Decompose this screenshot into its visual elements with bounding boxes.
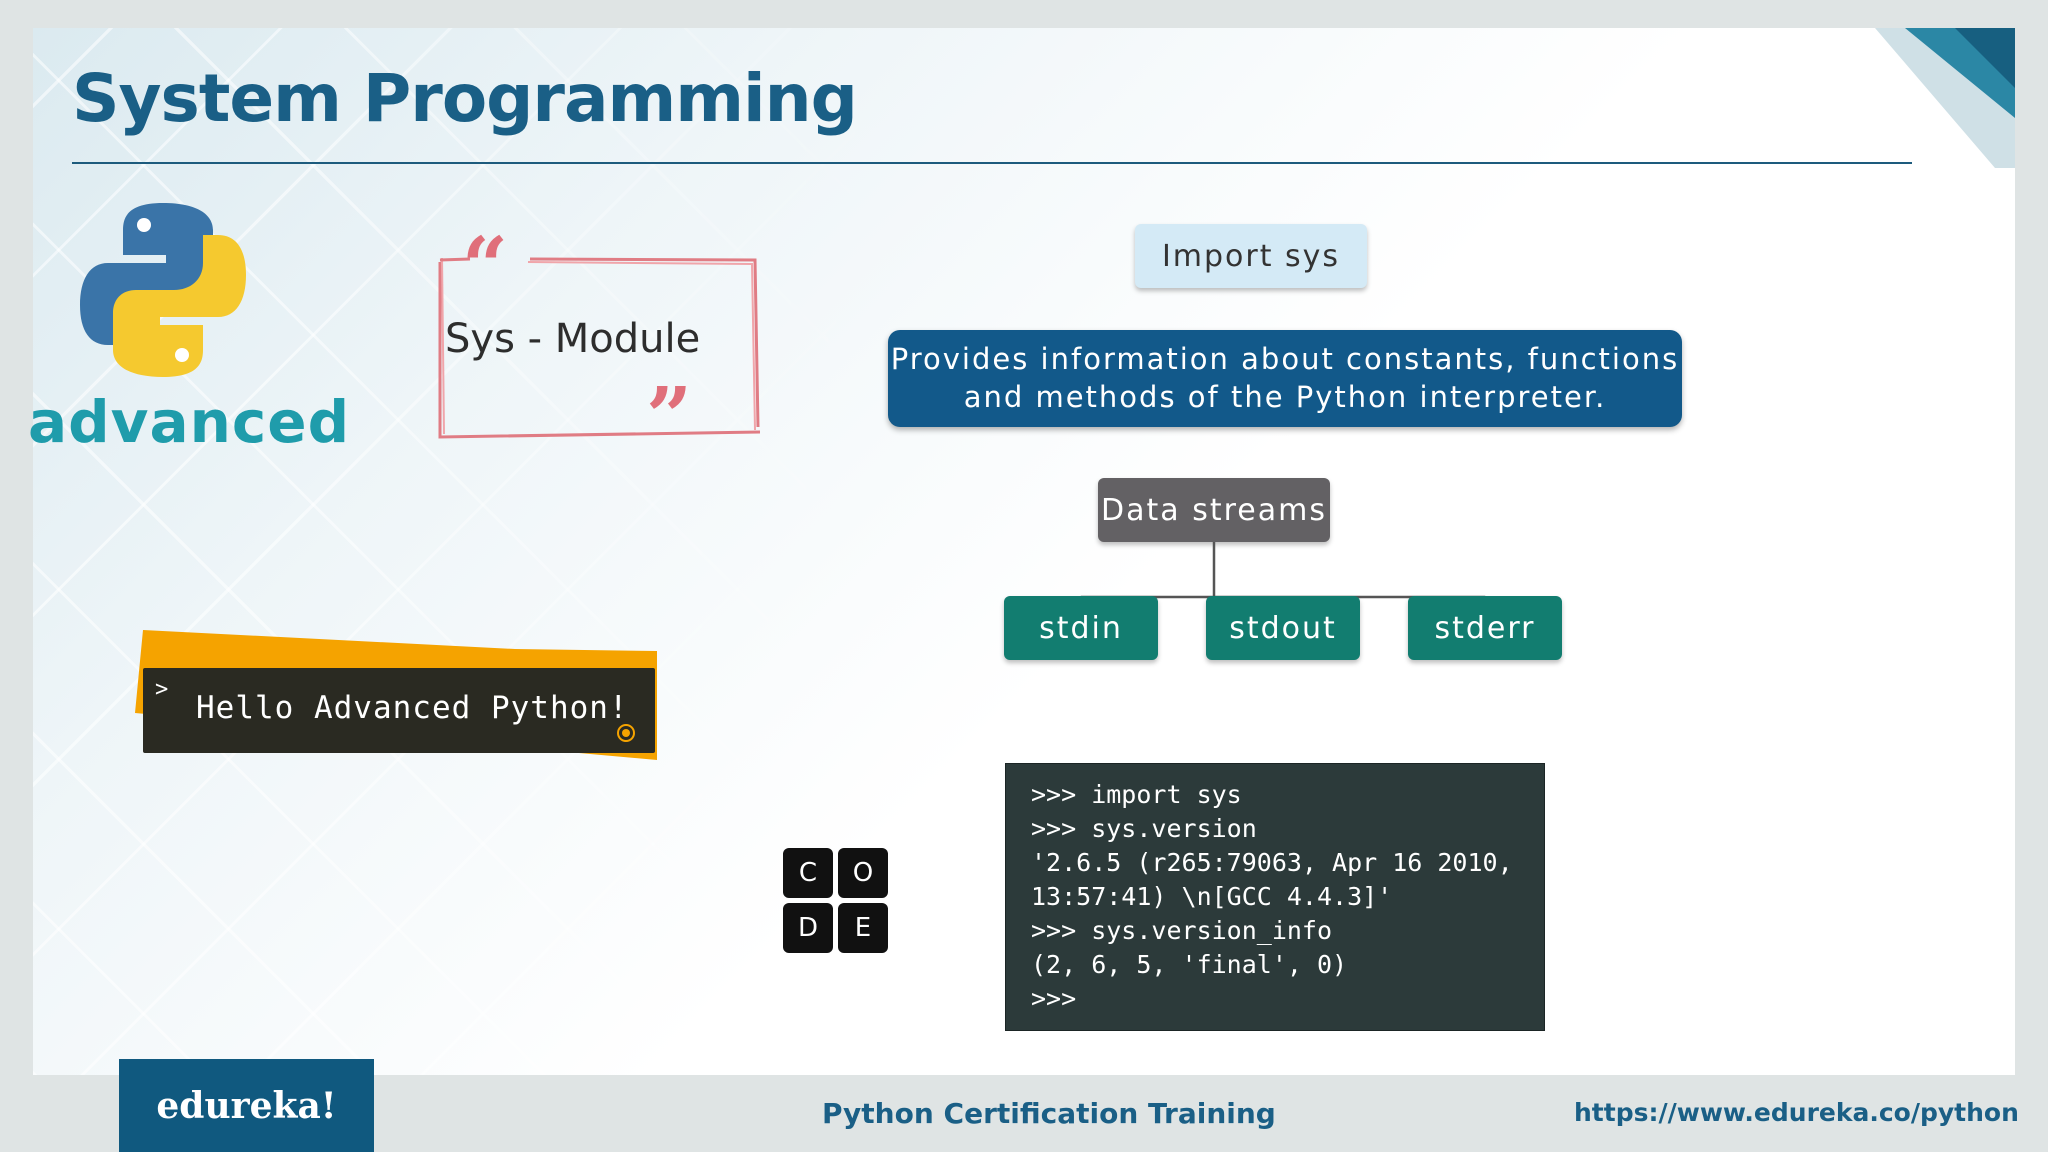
- description-line-1: Provides information about constants, fu…: [890, 342, 1680, 376]
- terminal-line: >>> sys.version_info: [1031, 916, 1333, 945]
- code-tile-o: O: [838, 848, 888, 898]
- svg-text:“: “: [462, 222, 508, 313]
- title-divider: [72, 162, 1912, 164]
- data-streams-pill: Data streams: [1098, 478, 1330, 542]
- code-tile-c: C: [783, 848, 833, 898]
- advanced-wordmark: advanced: [28, 388, 351, 456]
- terminal-line: 13:57:41) \n[GCC 4.4.3]': [1031, 882, 1393, 911]
- stream-stderr: stderr: [1408, 596, 1562, 660]
- stream-stdout: stdout: [1206, 596, 1360, 660]
- hello-text: Hello Advanced Python!: [196, 690, 629, 726]
- terminal-line: >>> sys.version: [1031, 814, 1257, 843]
- hello-banner: [135, 630, 657, 760]
- terminal-line: '2.6.5 (r265:79063, Apr 16 2010,: [1031, 848, 1513, 877]
- edureka-logo: edureka!: [119, 1059, 374, 1152]
- terminal-line: (2, 6, 5, 'final', 0): [1031, 950, 1348, 979]
- svg-text:”: ”: [646, 369, 692, 452]
- page-title: System Programming: [72, 60, 858, 137]
- python-logo-icon: [80, 203, 246, 377]
- code-tile-e: E: [838, 903, 888, 953]
- import-sys-pill: Import sys: [1135, 224, 1367, 288]
- background-pattern: [33, 28, 933, 1075]
- course-title: Python Certification Training: [822, 1097, 1276, 1130]
- code-blocks-icon: C O D E: [783, 848, 891, 956]
- quote-frame: “ ”: [438, 222, 760, 452]
- code-tile-d: D: [783, 903, 833, 953]
- stream-stdin: stdin: [1004, 596, 1158, 660]
- python-terminal: >>> import sys >>> sys.version '2.6.5 (r26…: [1005, 763, 1545, 1031]
- quote-text: Sys - Module: [445, 316, 701, 362]
- corner-decoration: [1875, 28, 2015, 168]
- terminal-line: >>>: [1031, 984, 1077, 1013]
- sys-description-box: Provides information about constants, fu…: [888, 330, 1682, 427]
- prompt-caret: >: [155, 677, 169, 702]
- course-url-link[interactable]: https://www.edureka.co/python: [1574, 1098, 2019, 1127]
- terminal-line: >>> import sys: [1031, 780, 1242, 809]
- record-icon: [617, 724, 635, 742]
- description-line-2: and methods of the Python interpreter.: [963, 380, 1607, 414]
